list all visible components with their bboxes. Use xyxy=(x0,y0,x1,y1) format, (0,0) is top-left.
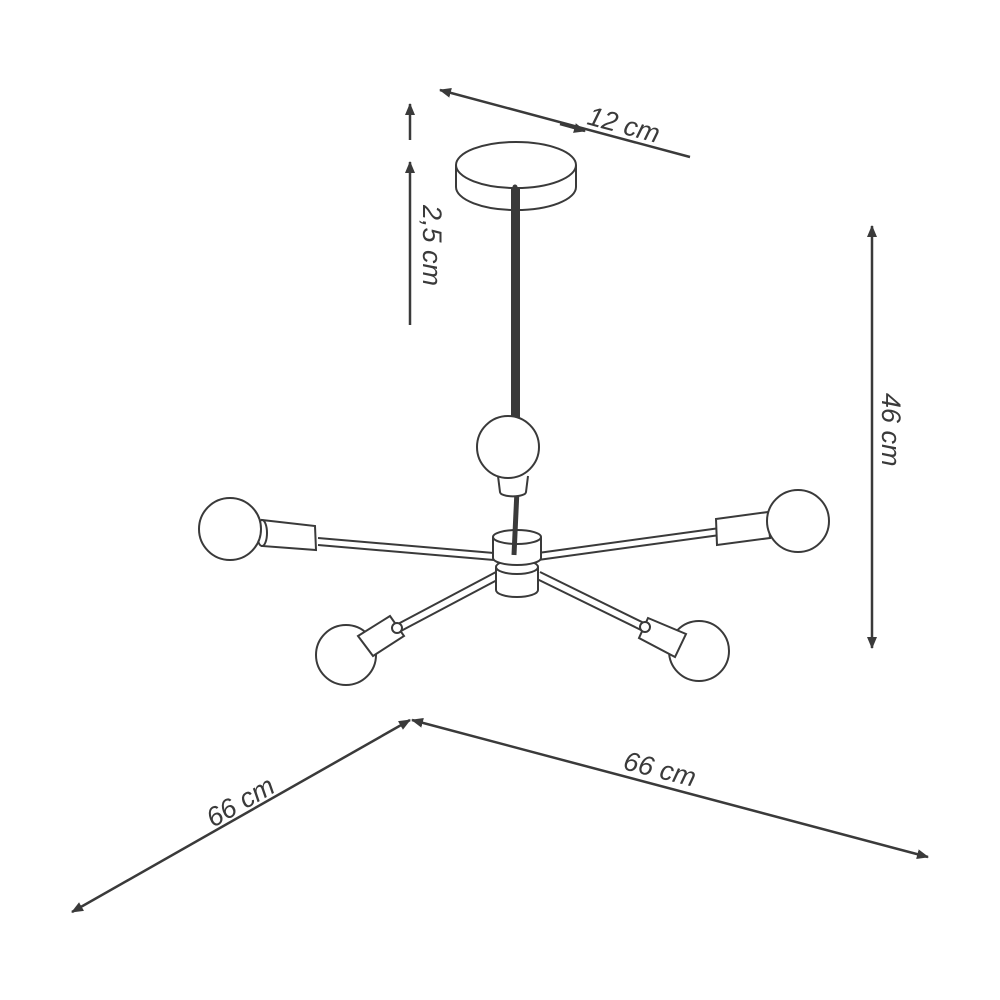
canopy-height-label: 2,5 cm xyxy=(417,204,447,286)
dimension-total-height: 46 cm xyxy=(867,225,906,649)
width-left-line xyxy=(71,718,411,914)
canopy-diameter-label: 12 cm xyxy=(584,101,663,149)
width-left-label: 66 cm xyxy=(201,770,280,833)
canopy-diameter-inner-arrow xyxy=(559,122,586,133)
central-hub xyxy=(492,489,542,598)
lamp-drawing xyxy=(198,141,830,686)
dimension-width-left: 66 cm xyxy=(71,718,411,914)
bulb-front-right xyxy=(637,616,730,682)
bulb-front-left xyxy=(315,614,406,686)
dimension-width-right: 66 cm xyxy=(411,717,929,860)
canopy-diameter-line xyxy=(439,88,691,159)
bulb-left xyxy=(198,497,318,561)
width-right-line xyxy=(411,717,929,860)
suspension-rod xyxy=(511,188,520,420)
bulb-top xyxy=(476,415,540,498)
arm-right-front xyxy=(536,571,645,631)
total-height-label: 46 cm xyxy=(876,393,906,467)
dimension-canopy-height: 2,5 cm xyxy=(405,103,447,325)
arm-left-back xyxy=(317,537,495,561)
arm-right-back xyxy=(537,527,721,561)
bulb-right xyxy=(714,489,830,553)
arm-left-front xyxy=(395,571,500,633)
